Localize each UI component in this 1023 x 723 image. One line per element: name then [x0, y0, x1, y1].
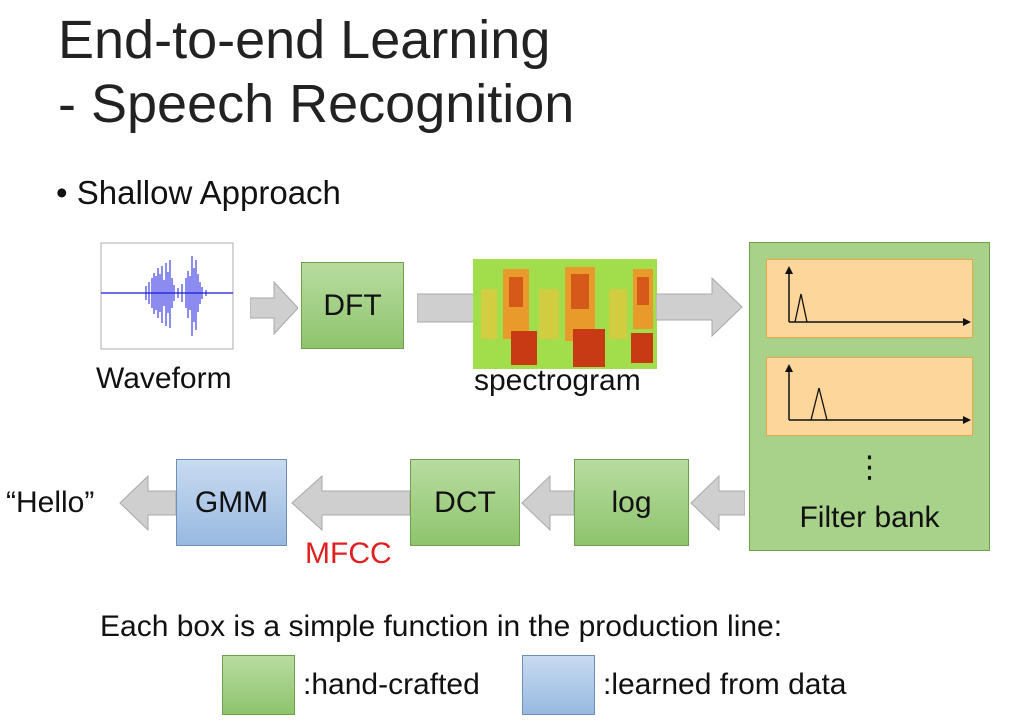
log-block: log [574, 459, 689, 546]
arrow-filterbank-to-log [690, 474, 745, 532]
caption: Each box is a simple function in the pro… [100, 610, 783, 643]
title-line-2: - Speech Recognition [58, 74, 575, 134]
mfcc-label: MFCC [305, 537, 392, 570]
output-hello-label: “Hello” [6, 486, 95, 519]
filter-panel-2 [766, 357, 973, 436]
legend-hand-crafted-swatch [222, 655, 295, 715]
arrow-log-to-dct [521, 474, 574, 532]
legend-hand-crafted-label: :hand-crafted [303, 668, 480, 701]
triangle-filter-2-icon [785, 364, 971, 424]
arrow-gmm-to-output [119, 474, 176, 532]
dft-block: DFT [301, 262, 404, 349]
dct-block: DCT [410, 459, 520, 546]
bullet-shallow-approach: • Shallow Approach [56, 174, 341, 211]
arrow-waveform-to-dft [250, 280, 298, 336]
triangle-filter-1-icon [785, 266, 971, 326]
title-line-1: End-to-end Learning [58, 10, 551, 70]
filter-bank-block: ⋮ Filter bank [749, 242, 990, 551]
legend-learned-swatch [522, 655, 595, 715]
waveform-label: Waveform [96, 362, 232, 395]
arrow-dct-to-gmm [291, 474, 410, 532]
ellipsis-vertical: ⋮ [854, 451, 885, 484]
filter-bank-label: Filter bank [799, 501, 940, 534]
spectrogram-image [473, 259, 657, 369]
filter-panel-1 [766, 259, 973, 338]
arrow-dft-to-spectrogram [417, 293, 475, 323]
legend-learned-label: :learned from data [603, 668, 847, 701]
slide-title: End-to-end Learning - Speech Recognition [58, 8, 574, 136]
arrow-spectrogram-to-filterbank [656, 276, 743, 338]
spectrogram-label: spectrogram [474, 364, 641, 397]
waveform-plot [100, 242, 234, 350]
gmm-block: GMM [176, 459, 287, 546]
